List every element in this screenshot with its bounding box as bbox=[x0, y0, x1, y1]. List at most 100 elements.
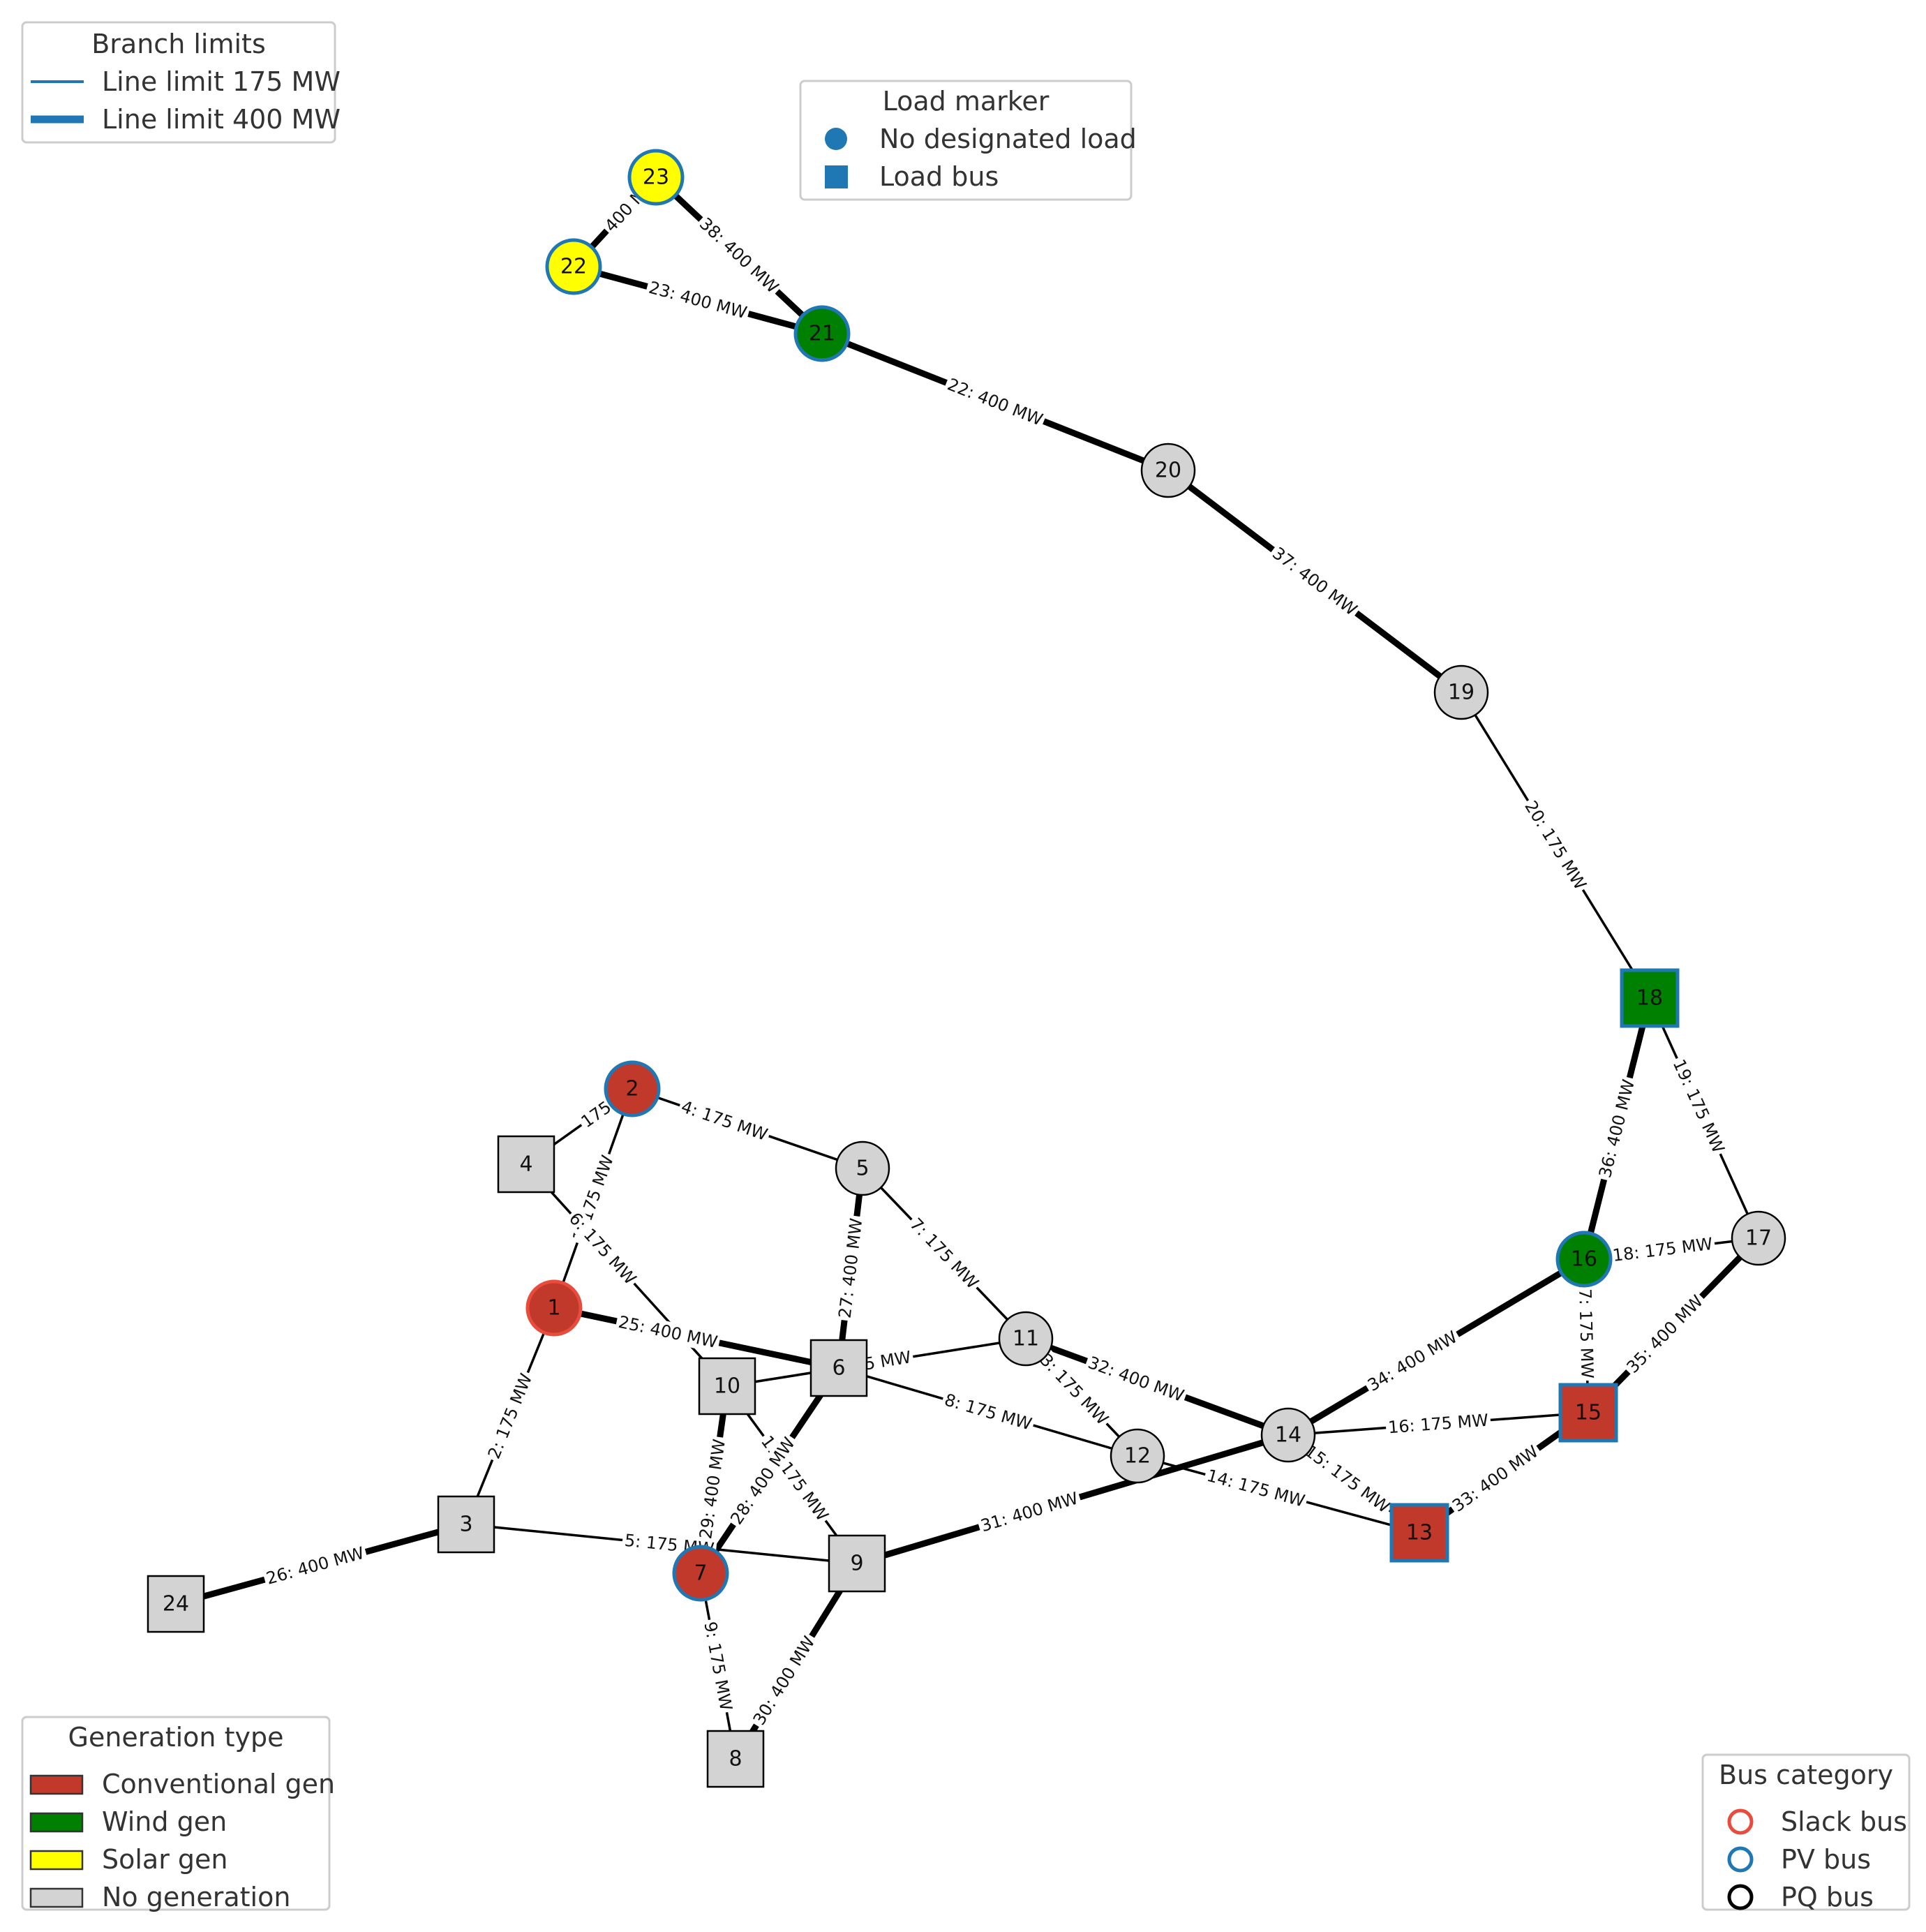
bus-circle-marker bbox=[672, 1545, 729, 1602]
branch-label-text: 38: 400 MW bbox=[696, 214, 782, 297]
branch-label: 25: 400 MW bbox=[614, 1311, 722, 1353]
bus-label: 14 bbox=[1275, 1423, 1301, 1448]
legend-item-label: PV bus bbox=[1781, 1844, 1871, 1875]
bus-label: 7 bbox=[694, 1561, 707, 1586]
bus-node: 14 bbox=[1260, 1407, 1316, 1463]
branch-label-text: 32: 400 MW bbox=[1085, 1353, 1186, 1406]
bus-square-marker bbox=[497, 1135, 555, 1194]
branch-label-text: 26: 400 MW bbox=[264, 1543, 366, 1589]
bus-node: 15 bbox=[1558, 1383, 1618, 1443]
legend-title: Branch limits bbox=[91, 29, 266, 59]
branch-label-background bbox=[482, 1368, 538, 1464]
branch-label-background bbox=[1027, 1340, 1114, 1431]
legend-item-label: Load bus bbox=[879, 161, 999, 192]
branch-label-background bbox=[1385, 1409, 1491, 1439]
bus-node: 12 bbox=[1110, 1428, 1165, 1484]
branch-label-text: 35: 400 MW bbox=[1622, 1291, 1707, 1377]
bus-label: 19 bbox=[1448, 681, 1475, 705]
bus-square-marker bbox=[1620, 968, 1680, 1028]
branch-label-text: 34: 400 MW bbox=[1364, 1327, 1461, 1395]
bus-label: 6 bbox=[832, 1356, 845, 1381]
bus-node: 20 bbox=[1140, 443, 1196, 498]
bus-label: 24 bbox=[163, 1592, 189, 1617]
bus-label: 22 bbox=[560, 255, 587, 279]
legend-ring-icon bbox=[1727, 1846, 1754, 1873]
bus-node: 8 bbox=[706, 1730, 765, 1788]
bus-label: 5 bbox=[856, 1157, 869, 1181]
branch-label-text: 30: 400 MW bbox=[749, 1633, 819, 1728]
legend-frame bbox=[1701, 1753, 1911, 1911]
branch-label: 7: 175 MW bbox=[904, 1212, 985, 1295]
bus-circle-marker bbox=[835, 1140, 890, 1196]
branch-label: 31: 400 MW bbox=[976, 1487, 1083, 1538]
bus-circle-marker bbox=[1555, 1231, 1613, 1288]
legend-frame bbox=[799, 80, 1133, 201]
branch-label-background bbox=[1361, 1325, 1463, 1397]
branch-label-text: 20: 175 MW bbox=[1521, 797, 1590, 893]
branch-label-background bbox=[904, 1212, 985, 1295]
bus-square-marker bbox=[828, 1534, 886, 1593]
bus-label: 9 bbox=[850, 1552, 863, 1576]
legend-square-marker-icon bbox=[825, 165, 848, 188]
branch-label-background bbox=[1083, 1351, 1189, 1407]
branch-label-text: 36: 400 MW bbox=[1595, 1078, 1638, 1180]
bus-circle-marker bbox=[1110, 1428, 1165, 1484]
legend-title: Load marker bbox=[883, 86, 1050, 117]
bus-node: 18 bbox=[1620, 968, 1680, 1028]
legend-color-swatch bbox=[29, 1774, 84, 1795]
branch-label: 17: 175 MW bbox=[1574, 1275, 1598, 1381]
legend-ring-icon bbox=[1727, 1884, 1754, 1910]
legend-title: Generation type bbox=[68, 1722, 284, 1753]
bus-label: 10 bbox=[714, 1374, 740, 1399]
branch-label: 14: 175 MW bbox=[1202, 1464, 1310, 1513]
branch-label: 35: 400 MW bbox=[1620, 1289, 1709, 1379]
bus-circle-marker bbox=[998, 1311, 1054, 1367]
branch-label-background bbox=[1574, 1275, 1598, 1381]
bus-node: 5 bbox=[835, 1140, 890, 1196]
branch-label: 30: 400 MW bbox=[747, 1630, 821, 1731]
bus-circle-marker bbox=[604, 1060, 661, 1117]
branch-label: 23: 400 MW bbox=[644, 276, 752, 325]
branch-label-background bbox=[1609, 1233, 1716, 1267]
branch-label: 20: 175 MW bbox=[1518, 795, 1592, 896]
bus-square-marker bbox=[706, 1730, 765, 1788]
branch-label-background bbox=[694, 1435, 731, 1543]
legend-item-label: Solar gen bbox=[102, 1844, 228, 1875]
bus-circle-marker bbox=[525, 1279, 583, 1337]
bus-label: 17 bbox=[1745, 1226, 1772, 1251]
bus-node: 10 bbox=[698, 1357, 756, 1415]
branch-label-text: 2: 175 MW bbox=[484, 1371, 536, 1462]
legend-color-swatch bbox=[29, 1812, 84, 1833]
legend-item-label: No generation bbox=[102, 1882, 290, 1912]
legend-color-swatch bbox=[29, 1887, 84, 1908]
bus-label: 8 bbox=[729, 1747, 742, 1771]
branch-label: 2: 175 MW bbox=[482, 1368, 538, 1464]
legend-item-label: No designated load bbox=[879, 124, 1137, 154]
bus-label: 23 bbox=[643, 165, 669, 190]
bus-label: 3 bbox=[459, 1513, 472, 1537]
branch-label-background bbox=[940, 1388, 1036, 1436]
branch-label-background bbox=[563, 1206, 642, 1291]
bus-node: 3 bbox=[437, 1495, 495, 1554]
bus-node: 24 bbox=[147, 1575, 205, 1633]
bus-square-marker bbox=[147, 1575, 205, 1633]
bus-label: 12 bbox=[1124, 1444, 1151, 1469]
branch-label-background bbox=[644, 276, 752, 325]
branch-label-background bbox=[1447, 1439, 1544, 1518]
branch-label: 38: 400 MW bbox=[694, 211, 784, 299]
branch-label: 37: 400 MW bbox=[1267, 541, 1363, 622]
bus-label: 11 bbox=[1013, 1327, 1039, 1351]
bus-square-marker bbox=[1558, 1383, 1618, 1443]
bus-node: 7 bbox=[672, 1545, 729, 1602]
branch-label-text: 9: 175 MW bbox=[700, 1620, 736, 1712]
branch-label: 18: 175 MW bbox=[1609, 1233, 1716, 1267]
legend-color-swatch bbox=[29, 1850, 84, 1871]
bus-square-marker bbox=[809, 1339, 868, 1397]
branch-label-text: 29: 400 MW bbox=[696, 1438, 729, 1540]
branch-label-text: 33: 400 MW bbox=[1449, 1441, 1542, 1515]
bus-node: 21 bbox=[793, 305, 851, 362]
branch-label-background bbox=[1594, 1075, 1640, 1182]
